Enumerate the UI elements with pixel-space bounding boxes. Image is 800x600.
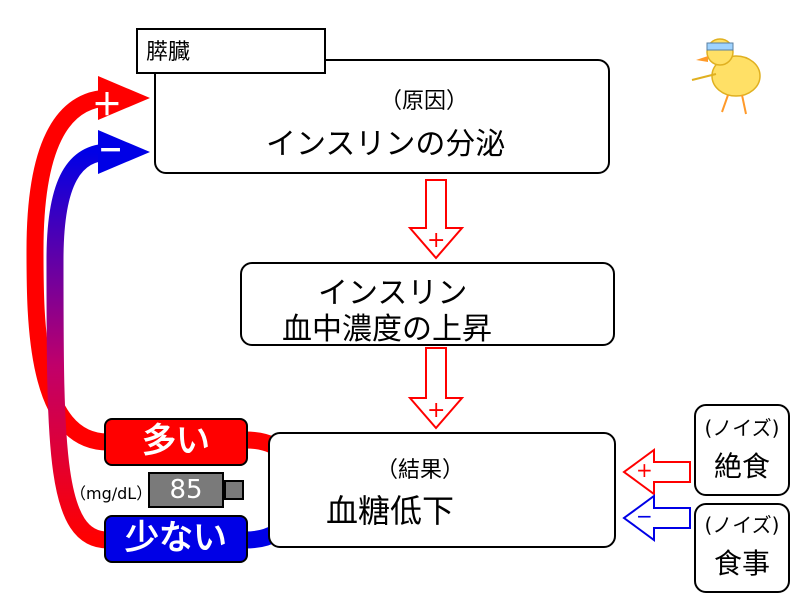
- high-label: 多い: [104, 418, 248, 466]
- down-arrow-2-sign: +: [427, 398, 446, 423]
- down-arrow-1-sign: +: [427, 228, 446, 253]
- chick-illustration: [691, 38, 761, 115]
- noise-fasting-header: (ノイズ): [704, 416, 780, 440]
- glucose-meter-cap: [224, 480, 244, 500]
- result-box: （結果） 血糖低下: [268, 432, 616, 548]
- noise-meal-text: 食事: [713, 547, 770, 580]
- positive-sign: ＋: [92, 88, 122, 123]
- glucose-meter-value: 85: [148, 472, 224, 508]
- meal-arrow-sign: −: [636, 504, 653, 528]
- negative-feedback-loop: [46, 143, 111, 549]
- noise-fasting-text: 絶食: [713, 450, 770, 483]
- noise-fasting-box: (ノイズ) 絶食: [694, 404, 790, 496]
- down-arrow-1: [407, 179, 465, 260]
- insulin-level-box: インスリン 血中濃度の上昇: [240, 262, 615, 347]
- down-arrow-2: [407, 347, 465, 430]
- insulin-line2: 血中濃度の上昇: [282, 312, 492, 347]
- meter-unit: （mg/dL）: [70, 484, 153, 503]
- negative-feedback-arrowhead: [98, 130, 150, 174]
- noise-meal-header: (ノイズ): [704, 513, 780, 537]
- noise-meal-box: (ノイズ) 食事: [694, 503, 790, 593]
- insulin-line1: インスリン: [318, 276, 468, 311]
- result-text: 血糖低下: [326, 492, 455, 530]
- meal-arrow: [622, 494, 691, 542]
- cause-box: （原因） インスリンの分泌: [154, 59, 610, 174]
- cause-header: （原因）: [380, 89, 469, 114]
- fasting-arrow-sign: +: [636, 458, 653, 482]
- positive-feedback-arrowhead: [98, 76, 150, 120]
- fasting-arrow: [622, 448, 691, 496]
- pancreas-label: 膵臓: [136, 28, 326, 74]
- low-label: 少ない: [104, 515, 248, 563]
- result-header: （結果）: [376, 458, 465, 483]
- cause-text: インスリンの分泌: [266, 127, 506, 162]
- negative-sign: −: [98, 132, 124, 167]
